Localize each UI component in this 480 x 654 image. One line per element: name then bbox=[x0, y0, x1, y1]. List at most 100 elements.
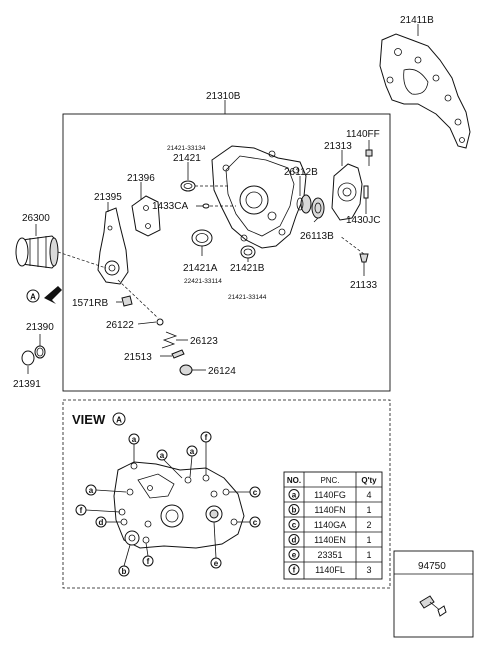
table-row-marker bbox=[288, 504, 300, 515]
label-1430JC: 1430JC bbox=[346, 215, 380, 226]
svg-text:a: a bbox=[160, 451, 165, 460]
gasket-21390 bbox=[34, 345, 46, 359]
plug-1571RB bbox=[121, 295, 133, 307]
marker-f-1 bbox=[200, 431, 212, 443]
table-row-marker bbox=[288, 564, 300, 575]
oil-filter-26300 bbox=[15, 235, 59, 269]
label-1433CA: 1433CA bbox=[152, 201, 188, 212]
table-cell-pnc: 1140FL bbox=[315, 565, 345, 575]
view-arrow-letter: A bbox=[30, 293, 36, 302]
bracket-21396 bbox=[131, 195, 161, 237]
label-21513: 21513 bbox=[124, 352, 152, 363]
label-26112B: 26112B bbox=[284, 167, 318, 178]
plug-21133 bbox=[359, 253, 369, 263]
label-21313: 21313 bbox=[324, 141, 352, 152]
label-21421: 21421 bbox=[173, 153, 201, 164]
table-cell-pnc: 1140FN bbox=[314, 505, 345, 515]
svg-text:a: a bbox=[89, 486, 94, 495]
label-26122: 26122 bbox=[106, 320, 134, 331]
label-1140FF: 1140FF bbox=[346, 129, 380, 140]
table-header-pnc: PNC. bbox=[320, 476, 339, 485]
gear-26112B bbox=[296, 194, 312, 214]
view-letter-circle bbox=[112, 412, 126, 426]
pump-housing bbox=[211, 145, 307, 249]
table-cell-no: f bbox=[293, 566, 296, 575]
pump-cover-21313 bbox=[331, 163, 363, 221]
table-cell-pnc: 1140FG bbox=[314, 490, 346, 500]
marker-e bbox=[210, 557, 222, 569]
pin-21513 bbox=[171, 349, 185, 359]
label-21421B: 21421B bbox=[230, 263, 265, 274]
label-21133: 21133 bbox=[350, 280, 378, 291]
table-cell-no: e bbox=[292, 551, 297, 560]
table-row-marker bbox=[288, 549, 300, 560]
label-1571RB: 1571RB bbox=[72, 298, 108, 309]
marker-f-3 bbox=[142, 555, 154, 567]
svg-text:f: f bbox=[205, 433, 208, 442]
pin-1433CA bbox=[202, 203, 210, 209]
svg-text:d: d bbox=[99, 518, 104, 527]
table-header-no: NO. bbox=[287, 476, 301, 485]
seal-21421B bbox=[240, 245, 256, 259]
leader-lines bbox=[27, 100, 370, 374]
table-cell-pnc: 23351 bbox=[317, 550, 342, 560]
view-arrow: A bbox=[26, 286, 62, 304]
view-letter: A bbox=[116, 416, 122, 425]
table-cell-no: d bbox=[292, 536, 297, 545]
seal-21421 bbox=[180, 180, 196, 192]
pin-1430JC bbox=[363, 185, 369, 199]
gear-26113B bbox=[311, 197, 325, 219]
label-94750: 94750 bbox=[418, 561, 446, 572]
view-a-frame bbox=[62, 399, 391, 589]
view-a-leaders bbox=[85, 442, 250, 567]
view-title: VIEW bbox=[72, 412, 106, 427]
filter-bracket-21395 bbox=[97, 207, 129, 285]
label-21421-33134: 21421-33134 bbox=[167, 145, 206, 152]
marker-c-2 bbox=[249, 516, 261, 528]
bolt-table: NO. PNC. Q'ty bbox=[283, 471, 383, 580]
marker-a-2 bbox=[156, 449, 168, 461]
label-26123: 26123 bbox=[190, 336, 218, 347]
bolt-94750-frame bbox=[393, 550, 474, 638]
label-21395: 21395 bbox=[94, 192, 122, 203]
table-cell-pnc: 1140GA bbox=[314, 520, 346, 530]
oil-pump-assembly-frame bbox=[62, 113, 391, 392]
table-row-marker bbox=[288, 489, 300, 500]
table-row-marker bbox=[288, 534, 300, 545]
seal-21421A bbox=[191, 229, 213, 247]
label-21421A: 21421A bbox=[183, 263, 218, 274]
table-cell-qty: 1 bbox=[366, 505, 371, 515]
svg-text:b: b bbox=[122, 567, 127, 576]
spring-26123 bbox=[161, 331, 178, 349]
table-cell-qty: 2 bbox=[366, 520, 371, 530]
svg-text:c: c bbox=[253, 518, 258, 527]
marker-c-1 bbox=[249, 486, 261, 498]
label-26113B: 26113B bbox=[300, 231, 334, 242]
svg-text:a: a bbox=[132, 435, 137, 444]
svg-text:f: f bbox=[80, 506, 83, 515]
table-cell-no: b bbox=[292, 506, 297, 515]
marker-a-1 bbox=[128, 433, 140, 445]
label-21390: 21390 bbox=[26, 322, 54, 333]
marker-f-2 bbox=[75, 504, 87, 516]
gasket-21411B bbox=[379, 33, 471, 149]
view-a-markers: a a a f a c f d c e b f bbox=[75, 431, 261, 577]
label-26300: 26300 bbox=[22, 213, 50, 224]
table-cell-pnc: 1140EN bbox=[314, 535, 346, 545]
table-cell-qty: 3 bbox=[366, 565, 371, 575]
label-26124: 26124 bbox=[208, 366, 236, 377]
table-header-qty: Q'ty bbox=[361, 476, 377, 485]
plug-26124 bbox=[179, 364, 193, 376]
table-row-marker bbox=[288, 519, 300, 530]
valve-26122 bbox=[156, 318, 164, 326]
bolt-1140FF bbox=[365, 149, 373, 166]
marker-a-3 bbox=[186, 445, 198, 457]
table-cell-no: c bbox=[292, 521, 297, 530]
label-21411B: 21411B bbox=[400, 15, 434, 26]
svg-text:f: f bbox=[147, 557, 150, 566]
label-21391: 21391 bbox=[13, 379, 41, 390]
svg-text:c: c bbox=[253, 488, 258, 497]
svg-text:a: a bbox=[190, 447, 195, 456]
